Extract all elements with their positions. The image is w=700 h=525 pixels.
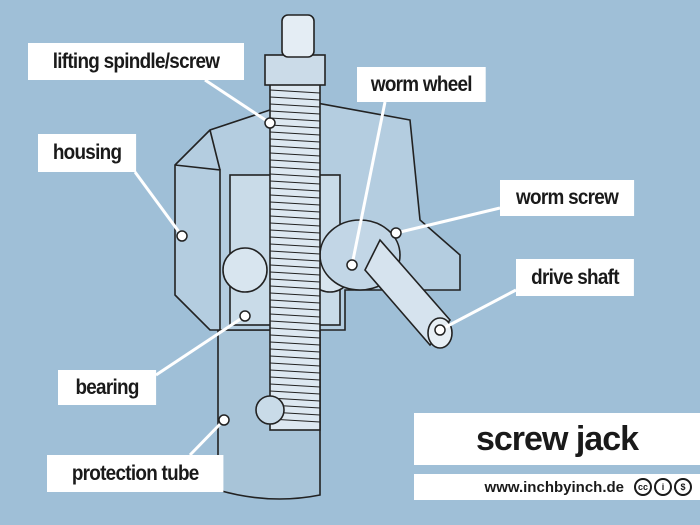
by-icon: i — [654, 478, 672, 496]
spindle-thread — [269, 110, 321, 115]
spindle-thread — [269, 383, 321, 388]
spindle-thread — [269, 369, 321, 374]
spindle-thread — [269, 124, 321, 129]
spindle-thread — [269, 145, 321, 150]
spindle-thread — [269, 285, 321, 290]
spindle-thread — [269, 131, 321, 136]
spindle-thread — [269, 180, 321, 185]
cc-icon: cc — [634, 478, 652, 496]
spindle-thread — [269, 271, 321, 276]
nc-icon: $ — [674, 478, 692, 496]
label-lifting-spindle: lifting spindle/screw — [28, 43, 244, 80]
spindle-thread — [269, 390, 321, 395]
spindle-thread — [269, 187, 321, 192]
spindle-thread — [269, 103, 321, 108]
spindle-thread — [269, 334, 321, 339]
spindle-thread — [269, 229, 321, 234]
label-worm-wheel: worm wheel — [357, 67, 486, 102]
spindle-thread — [269, 138, 321, 143]
spindle-thread — [269, 327, 321, 332]
label-drive-shaft: drive shaft — [516, 259, 634, 296]
spindle-thread — [269, 243, 321, 248]
spindle-thread — [269, 159, 321, 164]
spindle-thread — [269, 117, 321, 122]
spindle-thread — [269, 292, 321, 297]
spindle-thread — [269, 355, 321, 360]
spindle-thread — [269, 313, 321, 318]
spindle-thread — [269, 250, 321, 255]
license-icons: cc i $ — [634, 478, 692, 496]
spindle-thread — [269, 96, 321, 101]
spindle-thread — [269, 194, 321, 199]
spindle-thread — [269, 362, 321, 367]
spindle-thread — [269, 341, 321, 346]
spindle-thread — [269, 257, 321, 262]
spindle-thread — [269, 320, 321, 325]
spindle-thread — [269, 89, 321, 94]
spindle-thread — [269, 264, 321, 269]
website-link[interactable]: www.inchbyinch.de — [484, 478, 624, 496]
spindle-thread — [269, 208, 321, 213]
label-housing: housing — [38, 134, 137, 172]
spindle-thread — [269, 152, 321, 157]
spindle-thread — [269, 348, 321, 353]
label-protection-tube: protection tube — [47, 455, 224, 492]
spindle-thread — [269, 222, 321, 227]
spindle-thread — [269, 306, 321, 311]
spindle-thread — [269, 166, 321, 171]
spindle-thread — [269, 299, 321, 304]
label-bearing: bearing — [58, 370, 157, 405]
spindle-thread — [269, 173, 321, 178]
spindle-thread — [269, 236, 321, 241]
footer: www.inchbyinch.de cc i $ — [414, 474, 700, 500]
spindle-thread — [269, 278, 321, 283]
spindle-thread — [269, 201, 321, 206]
label-worm-screw: worm screw — [500, 180, 635, 216]
spindle-thread — [269, 376, 321, 381]
spindle-thread — [269, 215, 321, 220]
diagram-title: screw jack — [414, 413, 700, 465]
